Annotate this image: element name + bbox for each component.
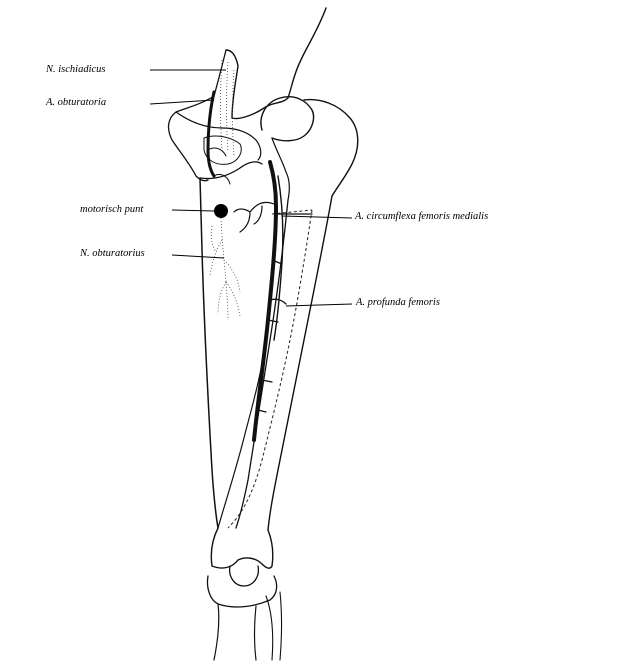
- motor-point-dot: [214, 204, 228, 218]
- profunda-lateral-wall: [273, 175, 284, 341]
- obturator-nerve: [209, 217, 241, 321]
- label-n-ischiadicus: N. ischiadicus: [46, 64, 106, 75]
- adductor-outline: [199, 177, 219, 529]
- sciatic-nerve: [220, 59, 235, 157]
- label-n-obturatorius: N. obturatorius: [80, 248, 145, 259]
- insertion-dashed-line: [227, 209, 313, 529]
- label-motorisch-punt: motorisch punt: [80, 204, 144, 215]
- tibia-plateau: [206, 575, 278, 608]
- adductor-lateral-edge: [217, 339, 267, 529]
- obturator-artery-branch: [207, 147, 231, 185]
- femur-medial-border: [235, 199, 289, 529]
- insertion-dashed-top: [271, 209, 313, 215]
- circumflexa-branches: [233, 201, 313, 233]
- femur-lateral-border: [267, 195, 333, 531]
- label-a-profunda: A. profunda femoris: [356, 297, 440, 308]
- pelvis-outline: [225, 7, 327, 120]
- obturator-artery: [206, 90, 216, 178]
- fibula: [265, 591, 283, 661]
- femoral-head: [260, 96, 315, 142]
- ischium-outline: [167, 49, 227, 182]
- patella: [228, 565, 260, 587]
- adductor-upper-edge: [199, 161, 263, 180]
- pubic-ramus: [175, 111, 262, 161]
- label-a-obturatoria: A. obturatoria: [46, 97, 107, 108]
- tibia-shaft-right: [253, 605, 257, 661]
- profunda-femoris-artery: [252, 160, 278, 442]
- greater-trochanter: [303, 98, 359, 197]
- tibia-shaft-left: [213, 603, 220, 661]
- femoral-neck: [271, 137, 290, 201]
- femoral-condyles: [210, 527, 274, 569]
- profunda-side-branches: [257, 259, 287, 413]
- label-a-circumflexa: A. circumflexa femoris medialis: [355, 211, 489, 222]
